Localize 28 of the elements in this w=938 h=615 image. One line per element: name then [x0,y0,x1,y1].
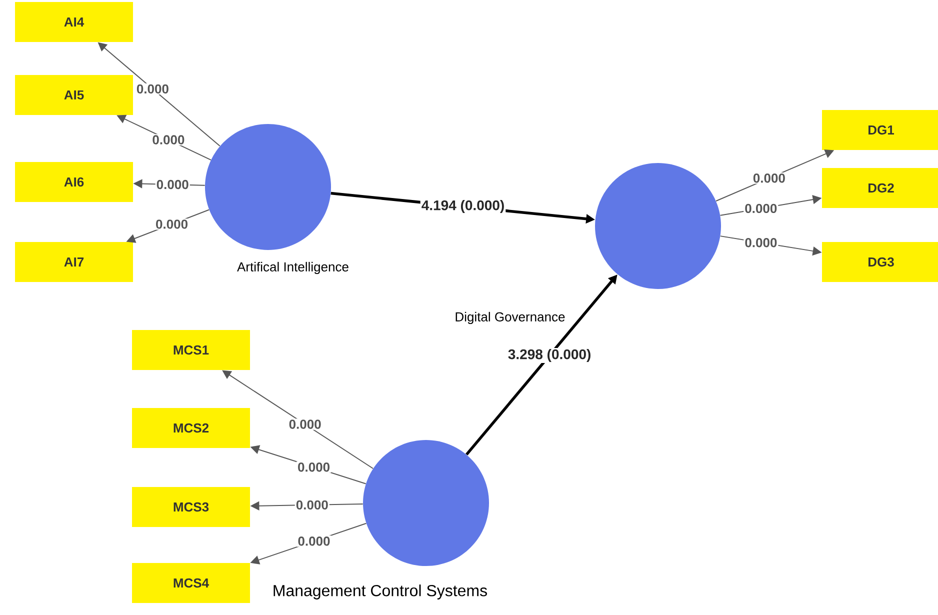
edge-label: 3.298 (0.000) [506,348,592,363]
arrow [222,370,374,469]
edge-label: 0.000 [135,83,170,95]
edge-label: 0.000 [294,499,330,511]
indicator-box: MCS3 [132,486,250,527]
edge-label: 0.000 [744,202,778,214]
edge-label: 0.000 [752,172,786,184]
edge-label: 0.000 [288,418,322,430]
indicator-box: AI4 [15,2,133,42]
edge-label: 0.000 [296,536,332,547]
edge-label: 0.000 [744,237,778,248]
edge-label: 4.194 (0.000) [420,198,506,214]
indicator-box: DG2 [822,168,938,208]
indicator-box: AI6 [15,162,133,202]
construct-label: Digital Governance [456,312,565,324]
indicator-box: AI7 [15,242,133,282]
edge-label: 0.000 [151,134,186,146]
edge-label: 0.000 [155,178,190,190]
indicator-box: DG3 [822,242,938,282]
construct-label: Artifical Intelligence [237,262,348,274]
edge-label: 0.000 [296,462,332,473]
indicator-box: MCS2 [132,408,250,448]
construct-label: Management Control Systems [274,584,487,600]
edge-label: 0.000 [154,218,190,230]
indicator-box: DG1 [822,110,938,150]
indicator-box: MCS4 [132,562,250,603]
indicator-box: MCS1 [132,330,250,370]
indicator-box: AI5 [15,75,133,115]
